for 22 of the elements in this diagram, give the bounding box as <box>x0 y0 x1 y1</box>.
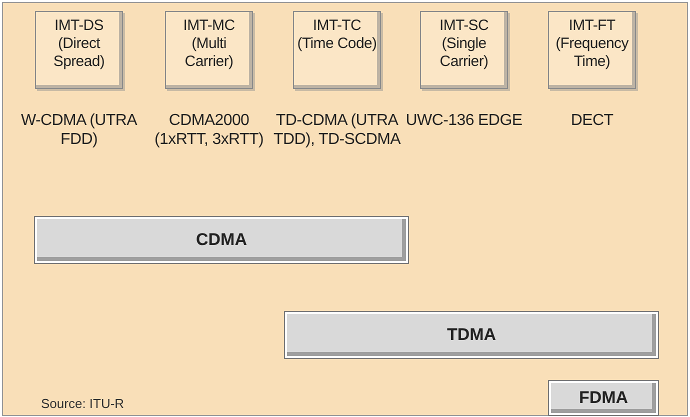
standard-box <box>548 11 636 89</box>
access-method-bar <box>35 217 408 263</box>
standard-name: IMT-TC (Time Code) <box>297 17 377 53</box>
bar-label: FDMA <box>578 388 628 408</box>
technology-label: CDMA2000 (1xRTT, 3xRTT) <box>154 111 264 149</box>
standard-name: IMT-MC (Multi Carrier) <box>182 17 236 71</box>
standard-box <box>420 11 508 89</box>
bar-label: TDMA <box>446 325 496 345</box>
bar-label: CDMA <box>196 230 247 250</box>
standard-name: IMT-SC (Single Carrier) <box>438 17 490 71</box>
technology-label: TD-CDMA (UTRA TDD), TD-SCDMA <box>273 111 401 149</box>
standard-name: IMT-FT (Frequency Time) <box>554 17 630 71</box>
technology-label: DECT <box>570 111 614 130</box>
standard-box <box>165 11 253 89</box>
standard-name: IMT-DS (Direct Spread) <box>52 17 106 71</box>
technology-label: UWC-136 EDGE <box>404 111 524 130</box>
source-note: Source: ITU-R <box>41 396 124 411</box>
access-method-bar <box>285 312 658 358</box>
standard-box <box>35 11 123 89</box>
technology-label: W-CDMA (UTRA FDD) <box>20 111 138 149</box>
access-method-bar <box>549 381 658 415</box>
standard-box <box>293 11 381 89</box>
